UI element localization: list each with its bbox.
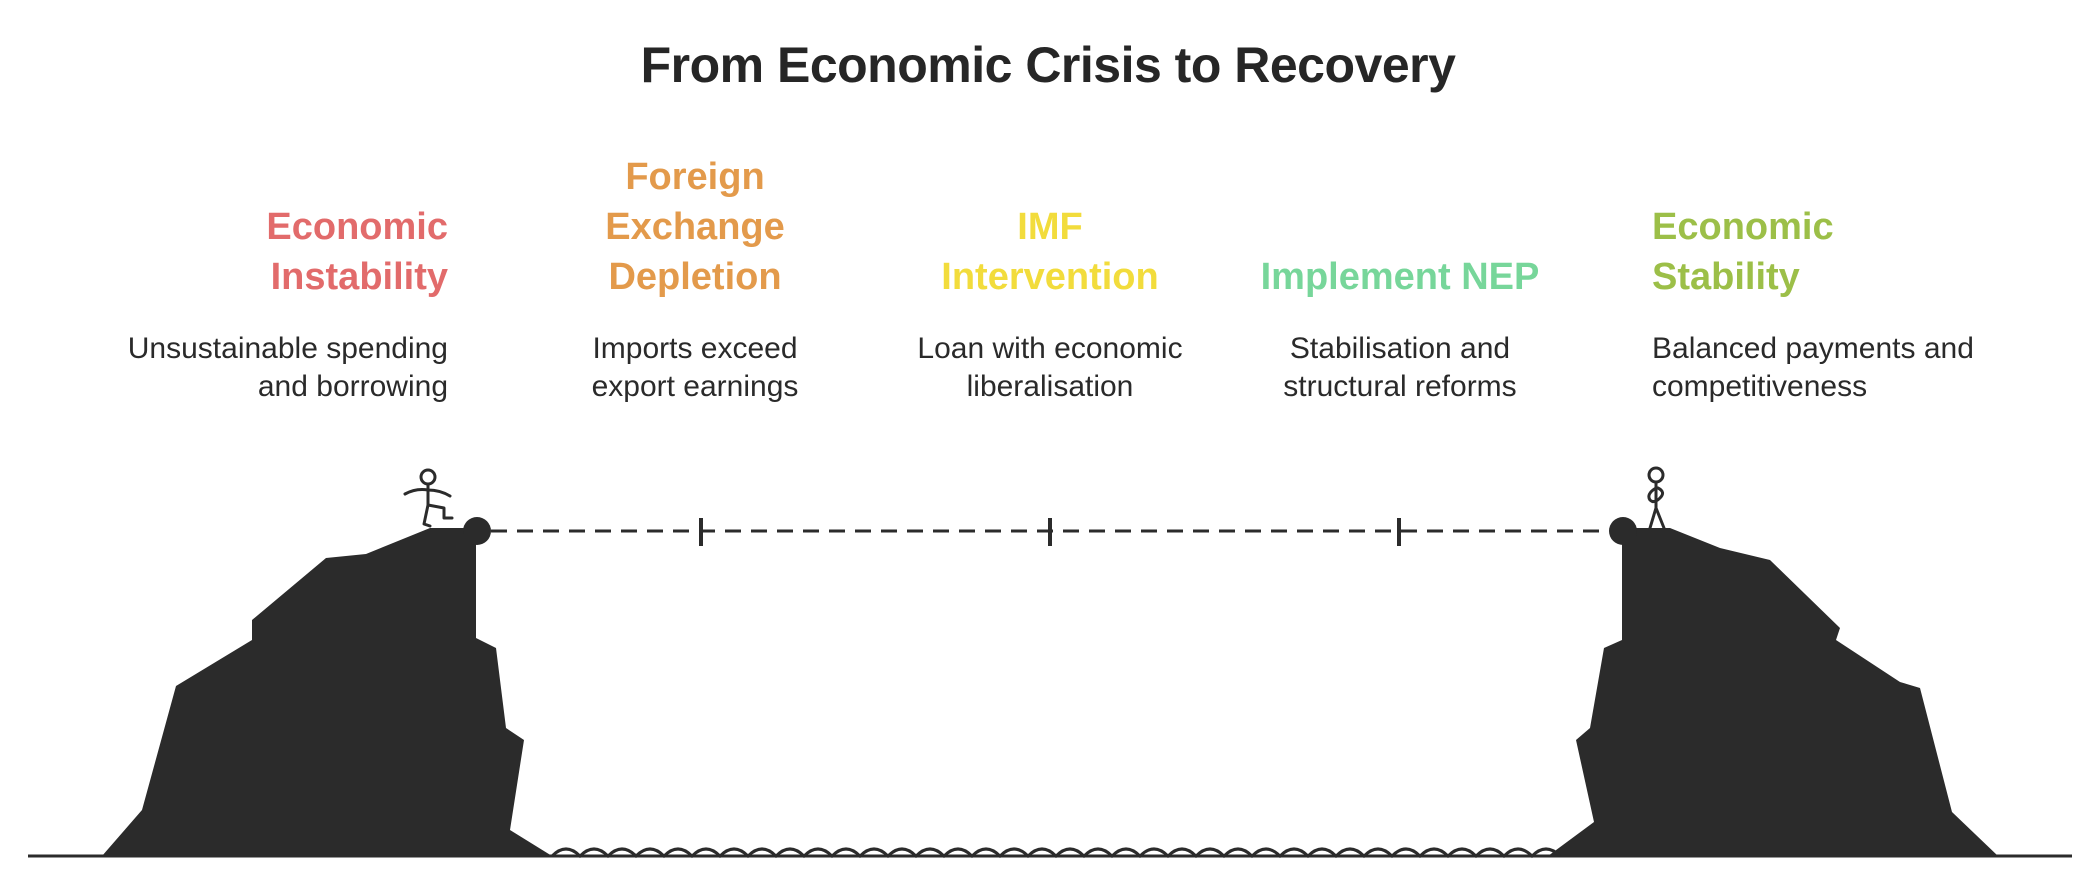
step-heading: Implement NEP (1230, 0, 1570, 302)
step-description: Balanced payments and competitiveness (1652, 330, 2052, 406)
step-heading-line: Economic (1652, 206, 1834, 248)
step-description-line: liberalisation (966, 370, 1134, 403)
step-description: Loan with economic liberalisation (880, 330, 1220, 406)
step-description-line: Loan with economic (917, 332, 1183, 365)
water-waves (550, 847, 1562, 859)
step-heading-line: Implement NEP (1260, 256, 1540, 298)
step-description-line: structural reforms (1283, 370, 1517, 403)
step-economic-instability: Economic Instability Unsustainable spend… (80, 0, 448, 420)
step-heading: IMF Intervention (880, 0, 1220, 302)
step-foreign-exchange-depletion: Foreign Exchange Depletion Imports excee… (540, 0, 850, 420)
step-description-line: export earnings (591, 370, 799, 403)
step-imf-intervention: IMF Intervention Loan with economic libe… (880, 0, 1220, 420)
step-description-line: Stabilisation and (1289, 332, 1511, 365)
step-description-line: and borrowing (257, 370, 448, 403)
stick-figure-standing-icon (1647, 466, 1666, 530)
step-heading-line: Intervention (941, 256, 1159, 298)
left-anchor (463, 517, 491, 545)
step-description-line: Balanced payments and (1652, 332, 1974, 365)
step-heading: Economic Instability (80, 0, 448, 302)
right-anchor (1609, 517, 1637, 545)
step-description: Unsustainable spending and borrowing (80, 330, 448, 406)
step-description-line: Imports exceed (592, 332, 798, 365)
step-heading-line: Stability (1652, 256, 1800, 298)
step-description: Stabilisation and structural reforms (1230, 330, 1570, 406)
step-heading-line: Foreign (625, 156, 765, 198)
step-heading: Foreign Exchange Depletion (540, 0, 850, 302)
step-description: Imports exceed export earnings (540, 330, 850, 406)
page-title: From Economic Crisis to Recovery (640, 37, 1456, 93)
step-economic-stability: Economic Stability Balanced payments and… (1652, 0, 2052, 420)
step-description-line: Unsustainable spending (127, 332, 448, 365)
step-heading-line: IMF (1017, 206, 1083, 248)
step-heading: Economic Stability (1652, 0, 2052, 302)
step-description-line: competitiveness (1652, 370, 1868, 403)
step-heading-line: Economic (266, 206, 448, 248)
step-heading-line: Instability (270, 256, 448, 298)
left-cliff (102, 528, 552, 856)
step-heading-line: Exchange (605, 206, 785, 248)
right-cliff (1548, 528, 1998, 856)
step-implement-nep: Implement NEP Stabilisation and structur… (1230, 0, 1570, 420)
step-heading-line: Depletion (608, 256, 782, 298)
stick-figure-stepping-icon (403, 468, 454, 528)
